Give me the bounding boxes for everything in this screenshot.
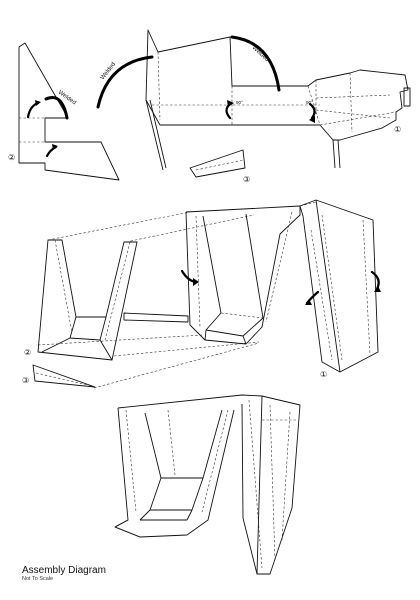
weld-arc-top-right [230, 35, 281, 92]
part-1-frame: ① [123, 199, 381, 379]
part-number-2-top: ② [8, 153, 15, 162]
rotate-arrow-center-b [308, 102, 316, 120]
part-number-1-top: ① [394, 125, 401, 134]
assembled-view [114, 394, 301, 575]
weld-arc-top-left [96, 55, 154, 109]
part-number-3-top: ③ [243, 175, 250, 184]
weld-arc-left [44, 96, 69, 120]
part-number-3-mid: ③ [22, 376, 29, 385]
weld-label-top-left: Welded [100, 62, 117, 82]
diagram-subtitle: Not To Scale [22, 576, 54, 582]
diagram-title: Assembly Diagram [22, 565, 106, 576]
part-number-1-mid: ① [320, 370, 327, 379]
title-block: Assembly Diagram Not To Scale [22, 565, 106, 583]
part-2-u-channel: ② [24, 239, 138, 361]
fold-angle-b: 90° [306, 100, 313, 105]
flat-part-3: ③ [189, 149, 250, 184]
part-3-wedge: ③ [22, 364, 96, 388]
fold-angle-a: 90° [236, 100, 243, 105]
exploded-view: ② ③ ① [22, 199, 381, 389]
flat-part-2: Welded ② [8, 42, 120, 181]
flat-part-1: Welded Welded 90° 90° ① [96, 29, 411, 171]
part-number-2-mid: ② [24, 348, 31, 357]
